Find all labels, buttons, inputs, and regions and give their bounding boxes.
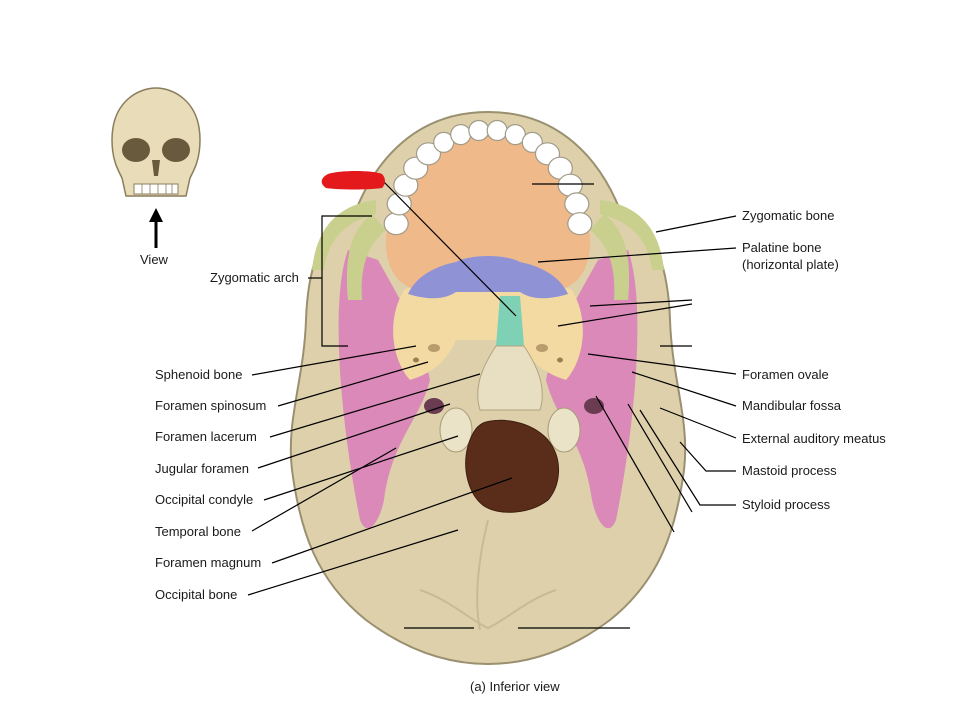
temporal-bone-leader [251, 447, 397, 532]
tooth [383, 212, 409, 236]
occipital-condyle-left [439, 407, 473, 453]
frontal-skull-thumbnail [111, 87, 201, 197]
tooth [468, 119, 490, 142]
label-mastoid-process: Mastoid process [742, 463, 837, 478]
palatine-horizontal-plate [408, 256, 568, 299]
sphenoid-region [393, 282, 583, 380]
answer-marker [321, 171, 385, 190]
upper-teeth [383, 119, 593, 236]
foramen-magnum-leader [271, 477, 513, 564]
label-foramen-lacerum: Foramen lacerum [155, 429, 257, 444]
vomer [496, 296, 524, 346]
label-styloid-process: Styloid process [742, 497, 831, 512]
label-foramen-ovale: Foramen ovale [742, 367, 829, 382]
maxilla-palate [385, 130, 591, 290]
figure-caption: (a) Inferior view [470, 679, 560, 694]
marker-leader [381, 179, 517, 317]
tooth [486, 119, 508, 142]
sphenoid-bone-leader [251, 345, 417, 376]
occipital-condyle-right [547, 407, 581, 453]
label-occipital-bone: Occipital bone [155, 587, 238, 602]
label-mandibular-fossa: Mandibular fossa [742, 398, 841, 413]
view-label: View [140, 252, 168, 267]
label-sphenoid-bone: Sphenoid bone [155, 367, 243, 382]
label-jugular-foramen: Jugular foramen [155, 461, 249, 476]
label-foramen-magnum: Foramen magnum [155, 555, 262, 570]
foramen-lacerum-leader [269, 373, 481, 438]
jugular-foramen-leader [257, 403, 451, 469]
mastoid-process-leader [679, 441, 736, 472]
styloid-process-leader [639, 409, 736, 506]
tooth [567, 212, 593, 236]
leader-lines [247, 179, 737, 629]
foramen-ovale-leader [587, 353, 737, 375]
tooth [450, 124, 472, 146]
label-external-auditory-meatus: External auditory meatus [742, 431, 886, 446]
view-arrow-icon [149, 208, 163, 248]
foramen-magnum [465, 419, 560, 513]
label-zygomatic-bone: Zygomatic bone [742, 208, 835, 223]
external-auditory-meatus-leader [659, 407, 737, 439]
foramen-spinosum-leader [277, 361, 429, 407]
label-occipital-condyle: Occipital condyle [155, 492, 254, 507]
inferior-skull [289, 110, 687, 666]
label-zygomatic-arch: Zygomatic arch [210, 270, 299, 285]
tooth [564, 192, 590, 216]
zygomatic-left [346, 214, 386, 300]
label-palatine-horizontal-plate: (horizontal plate) [742, 257, 839, 272]
zygomatic-arch-bracket [321, 215, 372, 347]
label-temporal-bone: Temporal bone [155, 524, 241, 539]
zygomatic-bone-leader [655, 215, 737, 233]
palatine-bone-leader [537, 247, 737, 263]
occipital-bone-leader [247, 529, 459, 596]
label-foramen-spinosum: Foramen spinosum [155, 398, 267, 413]
tooth [415, 142, 442, 166]
label-palatine-bone: Palatine bone [742, 240, 822, 255]
mandibular-fossa-leader [631, 371, 737, 407]
